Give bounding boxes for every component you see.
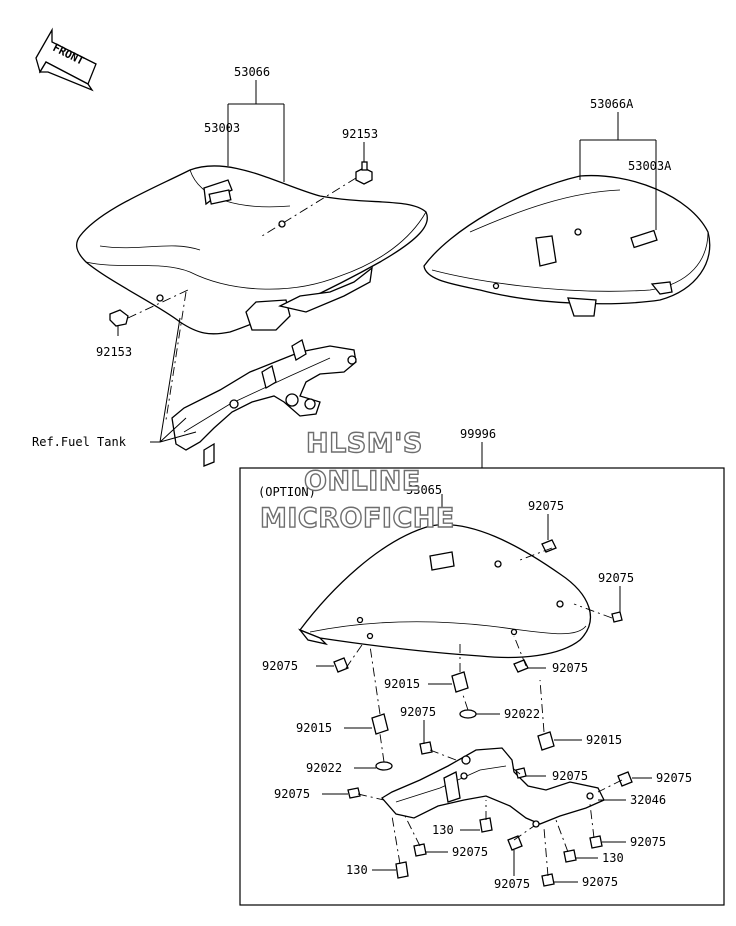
- option-label: (OPTION): [258, 485, 316, 499]
- watermark-line-3: MICROFICHE: [260, 503, 455, 534]
- callout-92075-g: 92075: [656, 771, 692, 785]
- bolt-92075-icon: [419, 741, 433, 755]
- callout-92075-b: 92075: [598, 571, 634, 585]
- callout-130-a: 130: [432, 823, 454, 837]
- callout-92075-f: 92075: [552, 769, 588, 783]
- bolt-130-icon: [563, 849, 577, 863]
- bolt-92075-icon: [589, 835, 603, 849]
- pillion-seat: [423, 174, 711, 317]
- callout-53003: 53003: [204, 121, 240, 135]
- callout-130-b: 130: [602, 851, 624, 865]
- callout-92022-b: 92022: [306, 761, 342, 775]
- bolt-92075-icon: [347, 787, 361, 799]
- callout-92075-j: 92075: [452, 845, 488, 859]
- leader-lines: [117, 80, 657, 883]
- nut-92015-icon: [371, 713, 389, 735]
- ref-fuel-tank: Ref.Fuel Tank: [32, 435, 127, 449]
- watermark-line-1: HLSM'S: [306, 428, 423, 459]
- callout-53065: 53065: [406, 483, 442, 497]
- callout-92015-c: 92015: [586, 733, 622, 747]
- callout-92075-h: 92075: [274, 787, 310, 801]
- callout-92075-d: 92075: [552, 661, 588, 675]
- nut-92015-icon: [451, 671, 469, 693]
- callout-92015-a: 92015: [384, 677, 420, 691]
- callout-92075-i: 92075: [630, 835, 666, 849]
- callouts: 53066 53003 92153 92153 53066A 53003A Re…: [32, 65, 692, 891]
- bolt-92075-icon: [541, 539, 557, 553]
- bolt-92075-icon: [507, 835, 523, 851]
- seat-bracket: [171, 339, 357, 467]
- bolt-130-icon: [395, 861, 409, 879]
- watermark-line-2: ONLINE: [304, 466, 421, 497]
- bolt-92153-left-icon: [109, 309, 129, 327]
- front-arrow-icon: FRONT: [35, 27, 97, 92]
- callout-130-c: 130: [346, 863, 368, 877]
- bolt-92075-icon: [413, 843, 427, 857]
- cowl-stay: [380, 747, 605, 828]
- seat-cowl: [297, 524, 591, 659]
- callout-92075-l: 92075: [582, 875, 618, 889]
- rider-seat: [75, 165, 428, 335]
- watermark: HLSM'S ONLINE MICROFICHE: [259, 427, 455, 534]
- callout-92153-top: 92153: [342, 127, 378, 141]
- washer-92022-icon: [459, 709, 477, 719]
- callout-92075-k: 92075: [494, 877, 530, 891]
- assembly-lines: [127, 177, 623, 877]
- nut-92015-icon: [537, 731, 555, 751]
- bolt-130-icon: [479, 817, 493, 833]
- bolt-92075-icon: [611, 611, 623, 623]
- washer-92022-icon: [375, 761, 393, 771]
- bolt-92075-icon: [617, 771, 633, 787]
- callout-99996: 99996: [460, 427, 496, 441]
- callout-53003A: 53003A: [628, 159, 672, 173]
- callout-92153-left: 92153: [96, 345, 132, 359]
- bolt-92075-icon: [541, 873, 555, 887]
- callout-92022-a: 92022: [504, 707, 540, 721]
- callout-92075-c: 92075: [262, 659, 298, 673]
- callout-53066A: 53066A: [590, 97, 634, 111]
- callout-92075-a: 92075: [528, 499, 564, 513]
- callout-32046: 32046: [630, 793, 666, 807]
- callout-92075-e: 92075: [400, 705, 436, 719]
- bolt-92075-icon: [333, 657, 349, 673]
- bolt-92075-icon: [515, 767, 527, 779]
- callout-92015-b: 92015: [296, 721, 332, 735]
- callout-53066: 53066: [234, 65, 270, 79]
- bolt-92153-top-icon: [355, 161, 373, 185]
